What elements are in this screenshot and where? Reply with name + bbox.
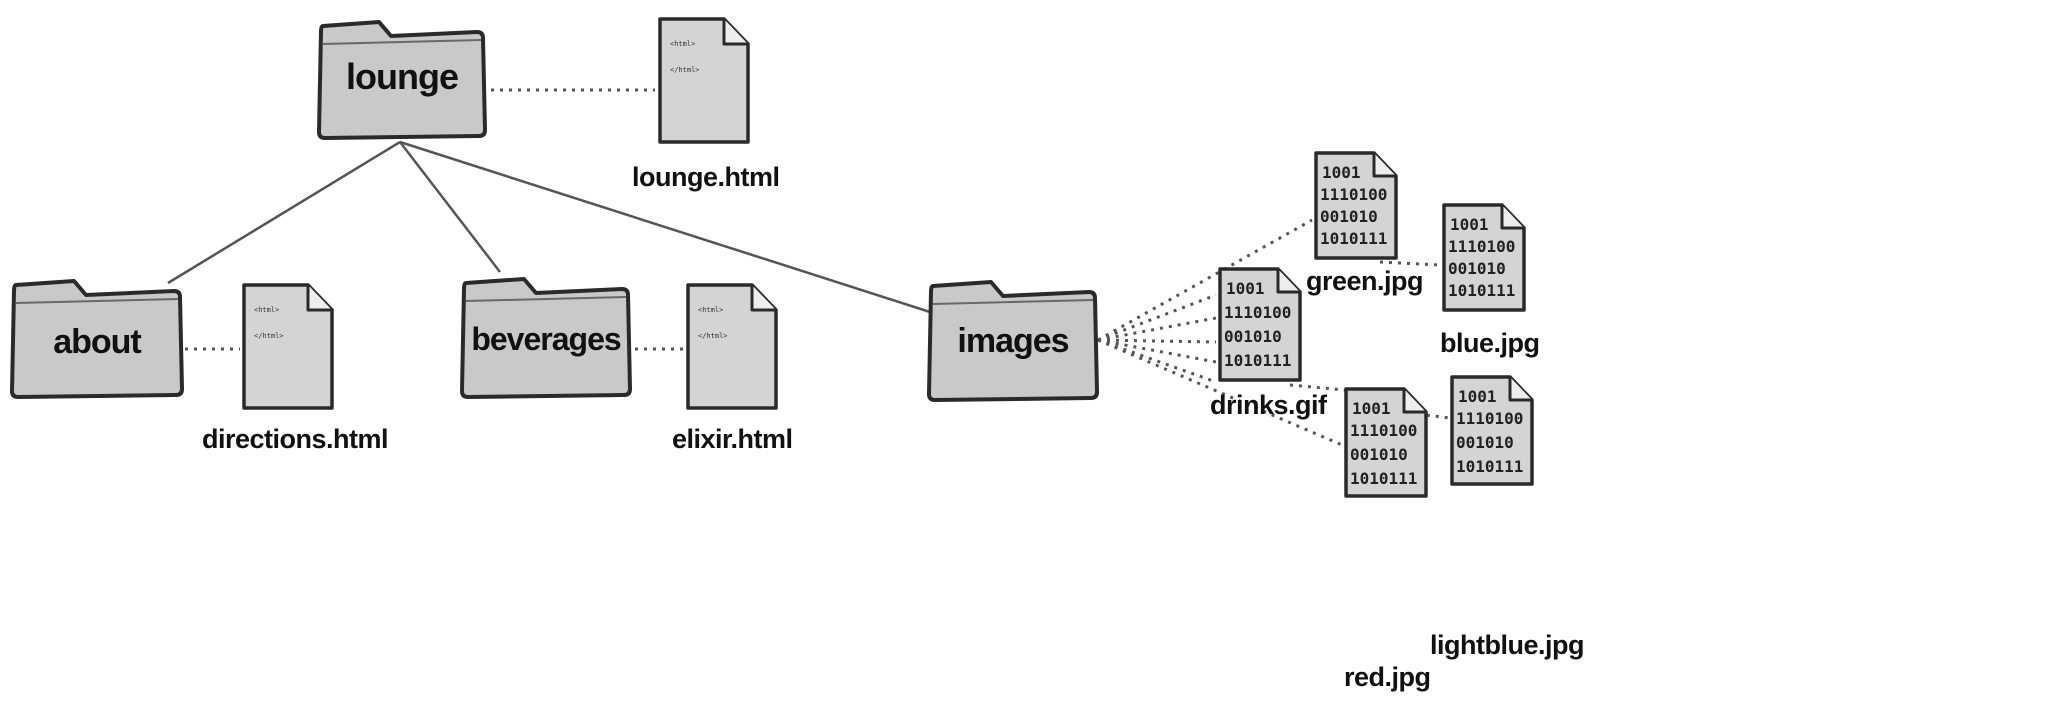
file-label-lightblue-jpg[interactable]: lightblue.jpg <box>1430 630 1584 660</box>
file-label-drinks-gif[interactable]: drinks.gif <box>1210 390 1327 420</box>
image-file-icon: 1001 1110100 001010 1010111 <box>1442 203 1526 312</box>
folder-icon <box>460 277 632 399</box>
folder-icon <box>10 279 184 399</box>
file-elixir-html[interactable]: <html> </html> <box>684 282 780 412</box>
binary-line: 1001 <box>1352 399 1391 418</box>
edge-lounge-beverages <box>399 141 501 273</box>
binary-line: 1110100 <box>1350 421 1417 440</box>
file-red-jpg[interactable]: 1001 1110100 001010 1010111 <box>1342 386 1430 500</box>
binary-line: 1110100 <box>1224 303 1291 322</box>
file-label-lounge-html[interactable]: lounge.html <box>632 162 780 192</box>
file-lightblue-jpg[interactable]: 1001 1110100 001010 1010111 <box>1448 374 1536 488</box>
binary-line: 1010111 <box>1456 457 1523 476</box>
file-drinks-gif[interactable]: 1001 1110100 001010 1010111 <box>1216 266 1304 384</box>
file-lounge-html[interactable]: <html> </html> <box>656 16 752 146</box>
binary-line: 1110100 <box>1448 237 1515 256</box>
folder-icon <box>317 20 487 140</box>
html-open-tag: <html> <box>698 306 723 314</box>
file-label-green-jpg[interactable]: green.jpg <box>1306 266 1424 296</box>
binary-line: 001010 <box>1448 259 1506 278</box>
binary-line: 1010111 <box>1350 469 1417 488</box>
html-open-tag: <html> <box>670 40 695 48</box>
binary-line: 1001 <box>1322 163 1361 182</box>
html-close-tag: </html> <box>254 332 284 340</box>
binary-line: 001010 <box>1224 327 1282 346</box>
file-label-blue-jpg[interactable]: blue.jpg <box>1440 328 1540 358</box>
folder-label-images: images <box>957 322 1069 360</box>
file-label-directions-html[interactable]: directions.html <box>202 424 389 454</box>
binary-line: 1110100 <box>1456 409 1523 428</box>
binary-line: 1010111 <box>1448 281 1515 300</box>
image-file-icon: 1001 1110100 001010 1010111 <box>1344 387 1428 498</box>
folder-label-about: about <box>53 323 142 361</box>
folder-about[interactable]: about <box>10 277 184 399</box>
binary-line: 1001 <box>1458 387 1497 406</box>
folder-label-lounge: lounge <box>346 56 459 97</box>
html-close-tag: </html> <box>698 332 728 340</box>
image-file-icon: 1001 1110100 001010 1010111 <box>1450 375 1534 486</box>
binary-line: 001010 <box>1320 207 1378 226</box>
folder-icon <box>927 280 1099 402</box>
folder-beverages[interactable]: beverages <box>460 275 632 399</box>
html-file-icon: <html> </html> <box>686 283 778 410</box>
binary-line: 1010111 <box>1224 351 1291 370</box>
html-file-icon: <html> </html> <box>658 17 750 144</box>
folder-label-beverages: beverages <box>471 321 621 357</box>
html-file-icon: <html> </html> <box>242 283 334 410</box>
edges-images-files <box>1097 218 1451 447</box>
html-close-tag: </html> <box>670 66 700 74</box>
edge-lounge-images <box>399 140 931 314</box>
image-file-icon: 1001 1110100 001010 1010111 <box>1218 267 1302 382</box>
binary-line: 1010111 <box>1320 229 1387 248</box>
binary-line: 1001 <box>1450 215 1489 234</box>
file-green-jpg[interactable]: 1001 1110100 001010 1010111 <box>1312 150 1400 262</box>
file-directions-html[interactable]: <html> </html> <box>240 282 336 412</box>
file-blue-jpg[interactable]: 1001 1110100 001010 1010111 <box>1440 202 1528 314</box>
image-file-icon: 1001 1110100 001010 1010111 <box>1314 151 1398 260</box>
binary-line: 001010 <box>1350 445 1408 464</box>
folder-images[interactable]: images <box>927 278 1099 402</box>
file-label-red-jpg[interactable]: red.jpg <box>1344 662 1431 692</box>
binary-line: 001010 <box>1456 433 1514 452</box>
binary-line: 1001 <box>1226 279 1265 298</box>
binary-line: 1110100 <box>1320 185 1387 204</box>
edge-lounge-about <box>167 140 401 285</box>
folder-lounge[interactable]: lounge <box>317 18 487 140</box>
file-label-elixir-html[interactable]: elixir.html <box>672 424 793 454</box>
html-open-tag: <html> <box>254 306 279 314</box>
